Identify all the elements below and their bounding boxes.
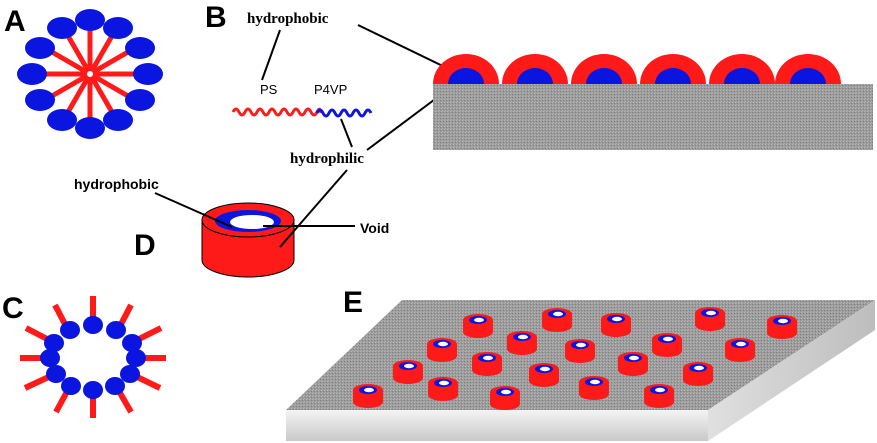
surface-micelle (775, 54, 841, 84)
panel-letter-d: D (134, 229, 156, 262)
surface-ring (767, 315, 797, 339)
micelle-center (87, 71, 93, 77)
surface-micelle (640, 54, 706, 84)
surface-ring (683, 362, 713, 386)
surface-ring (529, 363, 559, 387)
micelle-heads (17, 9, 163, 139)
surface-ring (644, 384, 674, 408)
surface-ring (427, 338, 457, 362)
surface-ring (618, 352, 648, 376)
label-hydrophobic-d: hydrophobic (74, 176, 159, 192)
surface-micelle (709, 54, 775, 84)
surface-ring (353, 384, 383, 408)
leader-lines-d (154, 169, 355, 248)
surface-ring (463, 314, 493, 338)
leader-lines-b (261, 24, 459, 151)
p4vp-block-chain (315, 108, 373, 118)
ring-micelle (20, 296, 166, 418)
ring-cross-section (201, 202, 295, 278)
label-hydrophobic-b: hydrophobic (247, 11, 329, 27)
panel-letter-e: E (343, 286, 363, 319)
label-void: Void (360, 220, 389, 236)
ps-block-chain (231, 107, 323, 117)
surface-micelle (502, 54, 568, 84)
surface-ring (428, 377, 458, 401)
surface-ring (472, 352, 502, 376)
panel-letter-a: A (4, 5, 26, 38)
panel-letter-b: B (205, 1, 227, 34)
panel-letter-c: C (2, 292, 24, 325)
surface-micelle (571, 54, 637, 84)
surface-micelles (433, 54, 841, 84)
surface-ring (601, 313, 631, 337)
surface-ring (652, 333, 682, 357)
label-p4vp: P4VP (314, 82, 347, 97)
surface-rings (353, 307, 797, 410)
ring-heads (40, 316, 146, 399)
surface-ring (542, 308, 572, 332)
substrate-block (433, 84, 873, 150)
label-hydrophilic: hydrophilic (290, 151, 364, 167)
surface-ring (725, 338, 755, 362)
surface-ring (393, 360, 423, 384)
star-micelle (17, 9, 163, 139)
surface-ring (507, 331, 537, 355)
surface-ring (695, 307, 725, 331)
surface-ring (490, 386, 520, 410)
surface-ring (565, 339, 595, 363)
surface-micelle (433, 54, 499, 84)
label-ps: PS (260, 82, 278, 97)
surface-ring (579, 376, 609, 400)
